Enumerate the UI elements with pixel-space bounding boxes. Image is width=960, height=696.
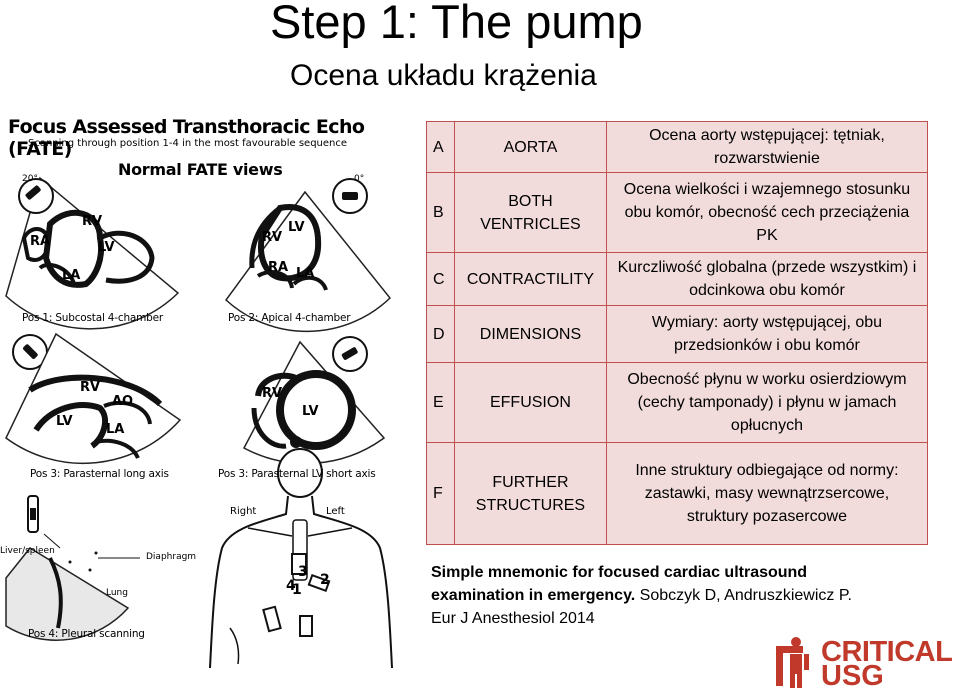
row-term: CONTRACTILITY (453, 252, 607, 306)
pos4-view (5, 533, 140, 641)
fate-views-drawing (5, 176, 393, 668)
label-lv-2: LV (288, 220, 305, 235)
slide-subtitle: Ocena układu krążenia (290, 59, 597, 92)
row-term: FURTHER STRUCTURES (453, 442, 607, 545)
figure-title: Focus Assessed Transthoracic Echo (FATE) (8, 116, 365, 160)
row-term: EFFUSION (453, 362, 607, 443)
row-letter: B (426, 172, 455, 253)
row-description: Kurczliwość globalna (przede wszystkim) … (605, 252, 929, 306)
position-4-marker: 4 (286, 578, 296, 594)
pos2-view (224, 190, 392, 333)
figure-subtitle: Scanning through position 1-4 in the mos… (28, 138, 348, 149)
label-rv-4: RV (262, 386, 283, 401)
label-rv-3: RV (80, 380, 101, 395)
pos1-caption: Pos 1: Subcostal 4-chamber (22, 312, 164, 324)
row-description: Ocena aorty wstępującej: tętniak, rozwar… (605, 121, 929, 173)
fate-figure: Focus Assessed Transthoracic Echo (FATE)… (0, 108, 420, 668)
row-description: Obecność płynu w worku osierdziowym (cec… (605, 362, 929, 443)
label-ra-1: RA (30, 234, 51, 249)
pos1-view (5, 176, 180, 330)
label-la-3: LA (106, 422, 125, 437)
label-rv-2: RV (262, 230, 283, 245)
fate-mnemonic-table: A AORTA Ocena aorty wstępującej: tętniak… (426, 121, 929, 545)
reference-line-2: examination in emergency. (431, 587, 636, 604)
row-term: BOTH VENTRICLES (453, 172, 607, 253)
label-right: Right (230, 506, 257, 517)
pos3-long-view (5, 332, 182, 465)
table-row: A AORTA Ocena aorty wstępującej: tętniak… (426, 121, 929, 173)
table-row: C CONTRACTILITY Kurczliwość globalna (pr… (426, 252, 929, 306)
position-3-marker: 3 (298, 564, 308, 580)
row-letter: D (426, 305, 455, 363)
reference-authors: Sobczyk D, Andruszkiewicz P. (639, 587, 852, 604)
pos3-short-caption: Pos 3: Parasternal LV short axis (218, 468, 376, 480)
row-description: Wymiary: aorty wstępującej, obu przedsio… (605, 305, 929, 363)
logo-figure-icon (776, 637, 809, 688)
normal-views-heading: Normal FATE views (118, 160, 283, 179)
pos4-caption: Pos 4: Pleural scanning (28, 628, 145, 640)
reference-line-1: Simple mnemonic for focused cardiac ultr… (431, 564, 808, 581)
pos3-long-caption: Pos 3: Parasternal long axis (30, 468, 169, 480)
label-la-2: LA (296, 266, 315, 281)
position-1-marker: 1 (292, 582, 302, 598)
reference-journal: Eur J Anesthesiol 2014 (431, 610, 595, 627)
label-lv-1: LV (98, 240, 115, 255)
row-letter: E (426, 362, 455, 443)
row-description: Inne struktury odbiegające od normy: zas… (605, 442, 929, 545)
angle-right-label: 0° (354, 174, 365, 184)
label-left: Left (326, 506, 345, 517)
label-liver-spleen: Liver/spleen (0, 546, 55, 556)
label-lv-3: LV (56, 414, 73, 429)
label-rv-1: RV (82, 214, 103, 229)
label-la-1: LA (62, 268, 81, 283)
row-description: Ocena wielkości i wzajemnego stosunku ob… (605, 172, 929, 253)
position-2-marker: 2 (320, 572, 330, 588)
label-ra-2: RA (268, 260, 289, 275)
pos2-caption: Pos 2: Apical 4-chamber (228, 312, 351, 324)
reference-citation: Simple mnemonic for focused cardiac ultr… (431, 561, 852, 630)
label-diaphragm: Diaphragm (146, 552, 197, 562)
probe-icons (12, 178, 368, 533)
row-term: DIMENSIONS (453, 305, 607, 363)
slide-title: Step 1: The pump (270, 0, 643, 48)
body-outline (209, 448, 393, 668)
table-row: F FURTHER STRUCTURES Inne struktury odbi… (426, 442, 929, 545)
critical-usg-logo: CRITICAL USG (774, 634, 956, 692)
label-lung: Lung (106, 588, 128, 598)
row-letter: C (426, 252, 455, 306)
angle-left-label: 20° (22, 174, 38, 184)
table-row: B BOTH VENTRICLES Ocena wielkości i wzaj… (426, 172, 929, 253)
table-row: E EFFUSION Obecność płynu w worku osierd… (426, 362, 929, 443)
row-letter: A (426, 121, 455, 173)
table-row: D DIMENSIONS Wymiary: aorty wstępującej,… (426, 305, 929, 363)
label-ao: AO (112, 394, 134, 409)
row-letter: F (426, 442, 455, 545)
row-term: AORTA (453, 121, 607, 173)
logo-word-usg: USG (821, 660, 884, 692)
logo-word-critical: CRITICAL (821, 636, 953, 668)
label-lv-4: LV (302, 404, 319, 419)
